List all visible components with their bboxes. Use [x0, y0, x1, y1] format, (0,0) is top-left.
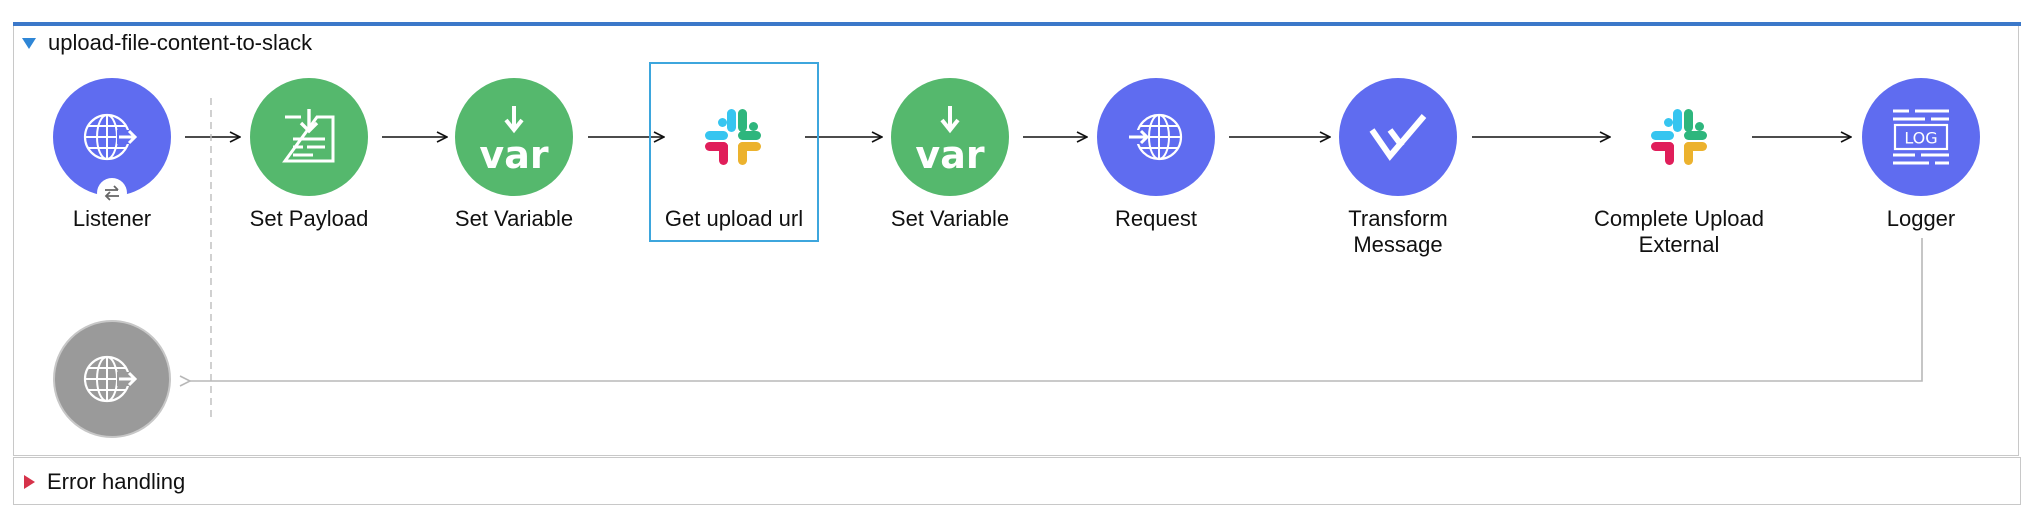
down-arrow-icon	[504, 106, 524, 134]
selected-node-frame[interactable]	[649, 62, 819, 242]
listener-response-node[interactable]	[53, 320, 171, 438]
set-variable-icon: var	[455, 78, 573, 196]
request-node[interactable]	[1097, 78, 1215, 196]
node-label-complete-upload-external: Complete Upload External	[1594, 206, 1764, 257]
flow-top-accent-bar	[13, 22, 2021, 26]
swap-arrows-icon	[104, 185, 119, 201]
error-handling-container	[13, 458, 2021, 505]
node-label-request: Request	[1115, 206, 1197, 231]
slack-icon	[705, 109, 761, 165]
var-icon-text: var	[915, 133, 985, 177]
flow-container	[13, 26, 2019, 456]
http-listener-icon	[83, 113, 138, 161]
set-variable-node-2[interactable]: var	[891, 78, 1009, 196]
http-request-icon	[1129, 113, 1183, 161]
listener-node[interactable]	[53, 78, 171, 196]
log-icon-text: LOG	[1904, 129, 1937, 148]
logger-node[interactable]: LOG	[1862, 78, 1980, 196]
set-variable-node-1[interactable]: var	[455, 78, 573, 196]
flow-header[interactable]: upload-file-content-to-slack	[22, 30, 312, 56]
collapse-triangle-icon[interactable]	[22, 37, 36, 49]
set-payload-icon	[282, 109, 335, 163]
complete-upload-external-node[interactable]	[1620, 78, 1738, 196]
node-label-set-variable-2: Set Variable	[890, 206, 1010, 231]
dataweave-icon	[1369, 114, 1427, 161]
node-label-set-payload: Set Payload	[249, 206, 369, 231]
error-handling-header[interactable]: Error handling	[24, 469, 185, 495]
set-payload-node[interactable]	[250, 78, 368, 196]
request-response-badge	[97, 178, 127, 208]
node-label-listener: Listener	[72, 206, 152, 231]
node-label-get-upload-url: Get upload url	[664, 206, 804, 231]
node-label-logger: Logger	[1886, 206, 1956, 231]
transform-message-node[interactable]	[1339, 78, 1457, 196]
expand-triangle-icon[interactable]	[24, 475, 35, 489]
set-variable-icon: var	[891, 78, 1009, 196]
down-arrow-icon	[940, 106, 960, 134]
http-response-icon	[83, 355, 138, 403]
var-icon-text: var	[479, 133, 549, 177]
slack-icon	[1651, 109, 1707, 165]
error-handling-title: Error handling	[47, 469, 186, 494]
flow-title: upload-file-content-to-slack	[48, 30, 313, 55]
get-upload-url-node[interactable]	[674, 78, 792, 196]
return-line	[190, 238, 1923, 381]
section-divider	[13, 457, 2021, 458]
logger-icon: LOG	[1893, 109, 1949, 165]
node-label-transform-message: Transform Message	[1348, 206, 1448, 257]
node-label-set-variable-1: Set Variable	[454, 206, 574, 231]
